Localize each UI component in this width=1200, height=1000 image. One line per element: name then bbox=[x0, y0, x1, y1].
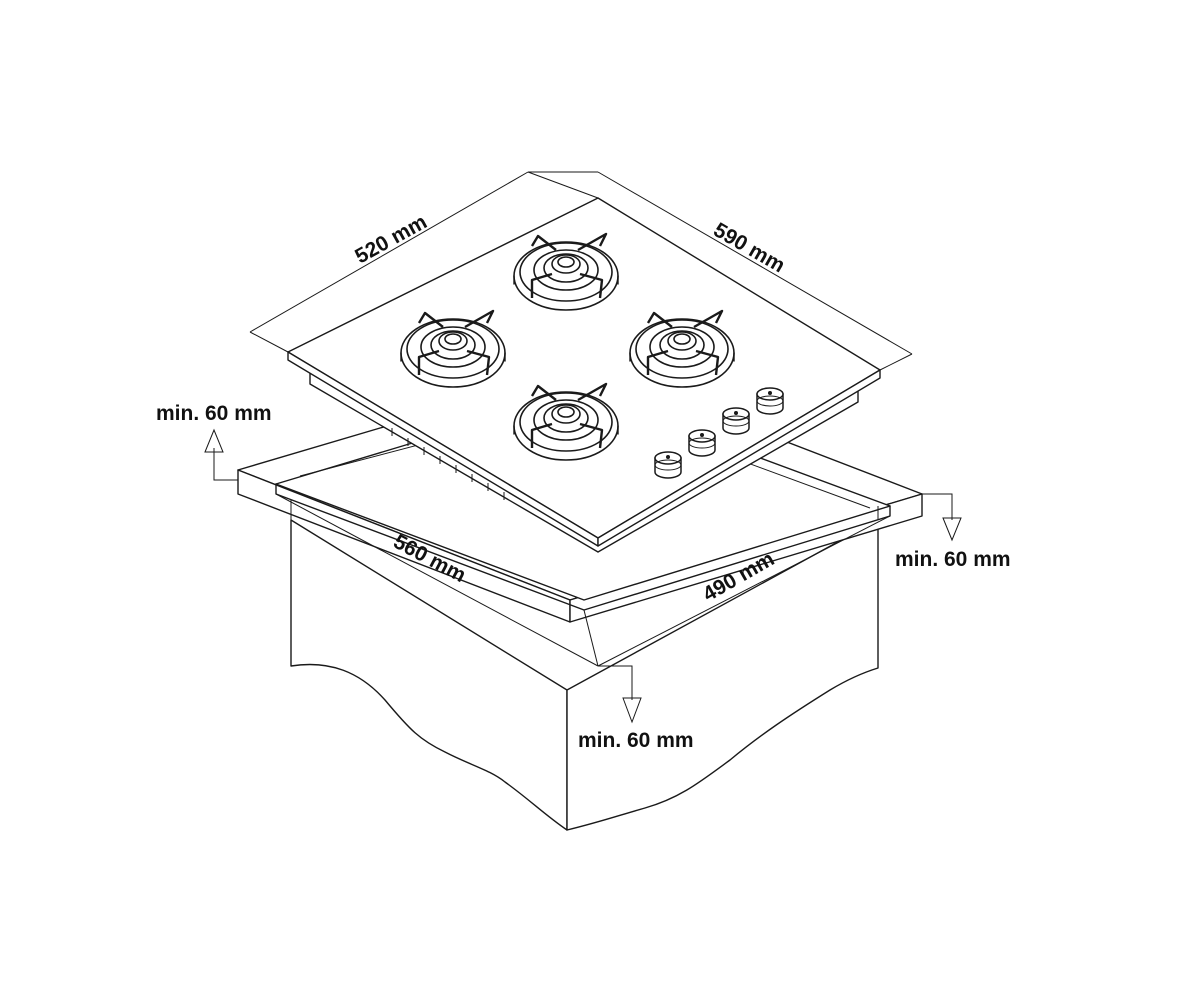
pan-support-arm bbox=[695, 349, 720, 376]
hob-glass-edge-right bbox=[597, 369, 881, 547]
pan-support-arm bbox=[530, 422, 553, 448]
arrow-up-icon bbox=[204, 428, 238, 481]
cabinet-left-face bbox=[290, 519, 568, 831]
hob-vents bbox=[391, 428, 505, 500]
arrow-down-right-icon bbox=[922, 493, 962, 542]
pan-support-arm bbox=[579, 272, 604, 299]
burner-4 bbox=[513, 382, 619, 461]
pan-support-arm bbox=[577, 382, 608, 402]
pan-support-arm bbox=[417, 311, 444, 328]
hob bbox=[287, 197, 881, 553]
pan-support-arm bbox=[646, 311, 673, 328]
control-knobs bbox=[654, 387, 784, 479]
knob-1 bbox=[654, 451, 682, 479]
pan-support-arm bbox=[530, 272, 553, 298]
dim-tick-front bbox=[583, 609, 599, 667]
dim-line-490 bbox=[597, 515, 891, 667]
pan-support-arm bbox=[693, 309, 724, 329]
label-clearance-front: min. 60 mm bbox=[578, 729, 694, 752]
dim-line-520 bbox=[249, 171, 599, 353]
label-clearance-side: min. 60 mm bbox=[895, 548, 1011, 571]
burner-2 bbox=[400, 309, 506, 388]
dimension-lines bbox=[249, 171, 913, 667]
pan-support-arm bbox=[464, 309, 495, 329]
burner-1 bbox=[513, 232, 619, 311]
cabinet-right-face bbox=[566, 519, 879, 831]
label-clearance-rear: min. 60 mm bbox=[156, 402, 272, 425]
cabinet-rear-lines bbox=[290, 500, 879, 520]
label-hob-depth: 520 mm bbox=[351, 210, 431, 268]
knob-3 bbox=[722, 407, 750, 435]
burners bbox=[400, 232, 735, 461]
dim-line-590 bbox=[528, 171, 913, 371]
pan-support-arm bbox=[577, 232, 608, 252]
pan-support-arm bbox=[579, 422, 604, 449]
knob-4 bbox=[756, 387, 784, 415]
pan-support-arm bbox=[646, 349, 669, 375]
pan-support-arm bbox=[530, 384, 557, 401]
label-hob-width: 590 mm bbox=[710, 218, 789, 277]
pan-support-arm bbox=[417, 349, 440, 375]
burner-3 bbox=[629, 309, 735, 388]
pan-support-arm bbox=[466, 349, 491, 376]
clearance-arrows bbox=[204, 428, 962, 724]
dim-line-560 bbox=[275, 493, 599, 667]
arrow-down-front-icon bbox=[598, 665, 642, 724]
pan-support-arm bbox=[530, 234, 557, 251]
knob-2 bbox=[688, 429, 716, 457]
